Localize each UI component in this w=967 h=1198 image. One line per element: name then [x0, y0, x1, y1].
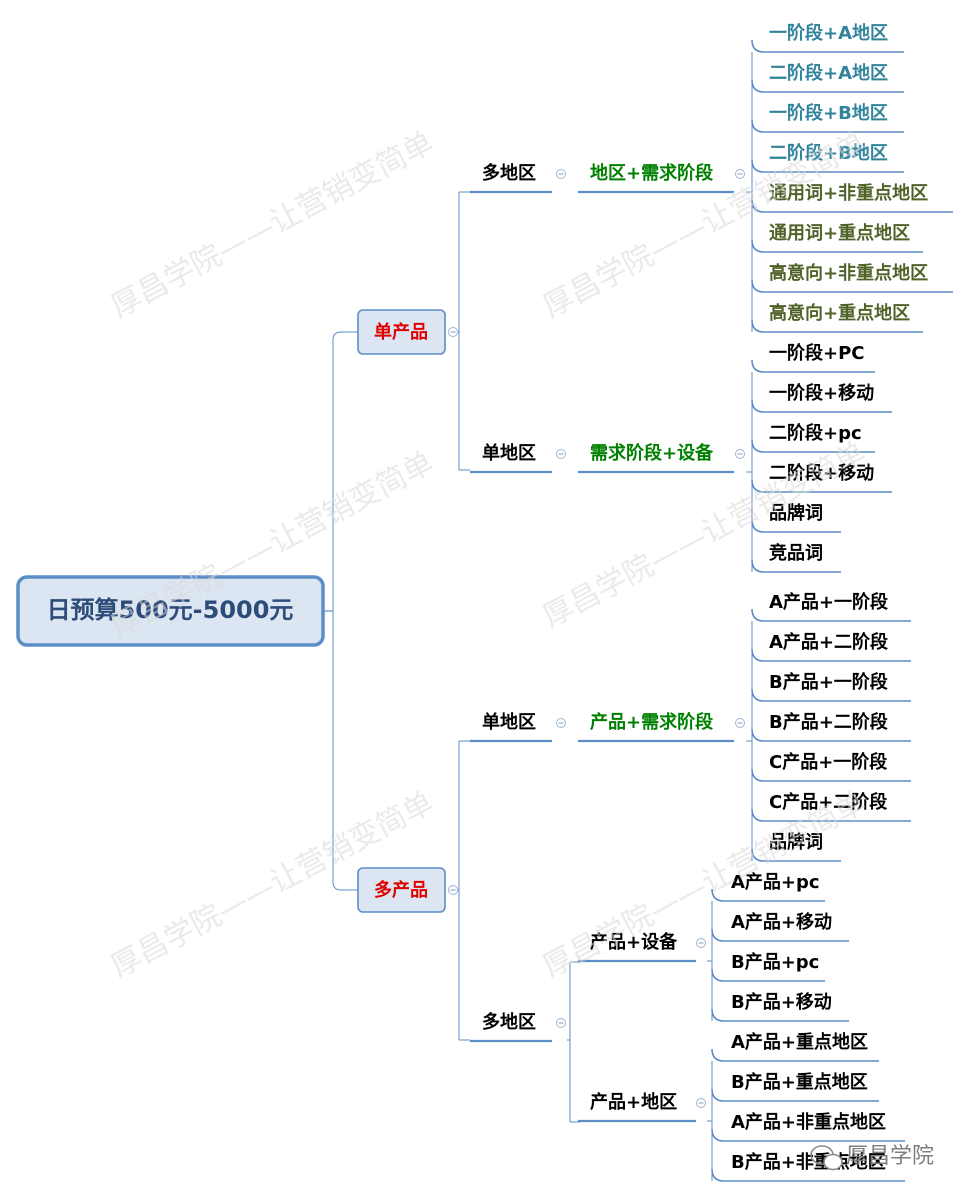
collapse-toggle-icon[interactable] [696, 1098, 706, 1108]
collapse-toggle-icon[interactable] [735, 169, 745, 179]
leaf-node: A产品+一阶段 [769, 591, 889, 613]
node-underline [751, 808, 911, 822]
region-node: 多地区 [482, 1011, 536, 1033]
node-underline [751, 239, 923, 253]
node-underline [751, 688, 911, 702]
leaf-node: 通用词+非重点地区 [769, 182, 928, 204]
node-underline [711, 1088, 879, 1102]
collapse-toggle-icon[interactable] [448, 327, 458, 337]
leaf-node: 高意向+非重点地区 [769, 262, 928, 284]
branch-node-single-product[interactable] [357, 309, 446, 355]
watermark-text: 厚昌学院——让营销变简单 [537, 785, 871, 985]
node-underline [711, 1168, 905, 1182]
group-node: 产品+设备 [590, 931, 678, 953]
leaf-node: B产品+移动 [731, 991, 832, 1013]
root-node[interactable] [16, 575, 325, 647]
connector-line [332, 331, 358, 341]
node-underline [751, 559, 841, 573]
leaf-node: 二阶段+A地区 [769, 62, 888, 84]
leaf-node: B产品+非重点地区 [731, 1151, 886, 1173]
leaf-node: B产品+二阶段 [769, 711, 889, 733]
collapse-toggle-icon[interactable] [696, 938, 706, 948]
leaf-node: 一阶段+A地区 [769, 22, 888, 44]
leaf-node: A产品+pc [731, 871, 820, 893]
node-underline [711, 1008, 849, 1022]
region-node: 单地区 [482, 711, 536, 733]
group-node: 产品+地区 [590, 1091, 677, 1113]
leaf-node: B产品+pc [731, 951, 819, 973]
leaf-node: 竞品词 [769, 542, 823, 564]
node-underline [751, 79, 904, 93]
leaf-node: 通用词+重点地区 [769, 222, 910, 244]
node-underline [711, 968, 825, 982]
watermark-text: 厚昌学院——让营销变简单 [105, 125, 439, 325]
node-underline [751, 399, 892, 413]
leaf-node: A产品+非重点地区 [731, 1111, 886, 1133]
node-underline [751, 519, 841, 533]
leaf-node: C产品+二阶段 [769, 791, 888, 813]
node-underline [711, 928, 849, 942]
leaf-node: C产品+一阶段 [769, 751, 888, 773]
collapse-toggle-icon[interactable] [556, 169, 566, 179]
branch-label: 多产品 [374, 879, 428, 901]
node-underline [711, 1048, 879, 1062]
node-underline [751, 439, 875, 453]
node-underline [751, 39, 904, 53]
node-underline [751, 279, 953, 293]
node-underline [711, 1128, 905, 1142]
leaf-node: 二阶段+pc [769, 422, 862, 444]
wechat-logo: 厚昌学院 [810, 1144, 934, 1171]
collapse-toggle-icon[interactable] [556, 718, 566, 728]
node-underline [751, 159, 904, 173]
node-underline [751, 199, 953, 213]
collapse-toggle-icon[interactable] [735, 449, 745, 459]
leaf-node: B产品+一阶段 [769, 671, 889, 693]
leaf-node: A产品+二阶段 [769, 631, 889, 653]
node-underline [751, 479, 892, 493]
node-underline [751, 359, 875, 373]
connector-line [332, 881, 358, 891]
category-node: 地区+需求阶段 [590, 162, 714, 184]
leaf-node: A产品+移动 [731, 911, 832, 933]
leaf-node: 一阶段+B地区 [769, 102, 888, 124]
root-node-label: 日预算500元-5000元 [47, 596, 294, 624]
leaf-node: 品牌词 [769, 502, 823, 524]
logo-text: 厚昌学院 [846, 1144, 934, 1169]
collapse-toggle-icon[interactable] [556, 449, 566, 459]
collapse-toggle-icon[interactable] [448, 885, 458, 895]
region-node: 单地区 [482, 442, 536, 464]
leaf-node: 二阶段+移动 [769, 462, 874, 484]
leaf-node: 一阶段+PC [769, 342, 864, 364]
node-underline [711, 888, 825, 902]
leaf-node: B产品+重点地区 [731, 1071, 868, 1093]
node-underline [751, 319, 923, 333]
branch-node-multi-product[interactable] [357, 867, 446, 913]
leaf-node: 一阶段+移动 [769, 382, 874, 404]
category-node: 产品+需求阶段 [590, 711, 714, 733]
node-underline [751, 768, 911, 782]
collapse-toggle-icon[interactable] [735, 718, 745, 728]
leaf-node: 品牌词 [769, 831, 823, 853]
leaf-node: 高意向+重点地区 [769, 302, 910, 324]
leaf-node: A产品+重点地区 [731, 1031, 868, 1053]
node-underline [751, 848, 841, 862]
category-node: 需求阶段+设备 [590, 442, 714, 464]
node-underline [751, 728, 911, 742]
node-underline [751, 608, 911, 622]
node-underline [751, 648, 911, 662]
region-node: 多地区 [482, 162, 536, 184]
collapse-toggle-icon[interactable] [556, 1018, 566, 1028]
leaf-node: 二阶段+B地区 [769, 142, 888, 164]
node-underline [751, 119, 904, 133]
branch-label: 单产品 [374, 321, 428, 343]
